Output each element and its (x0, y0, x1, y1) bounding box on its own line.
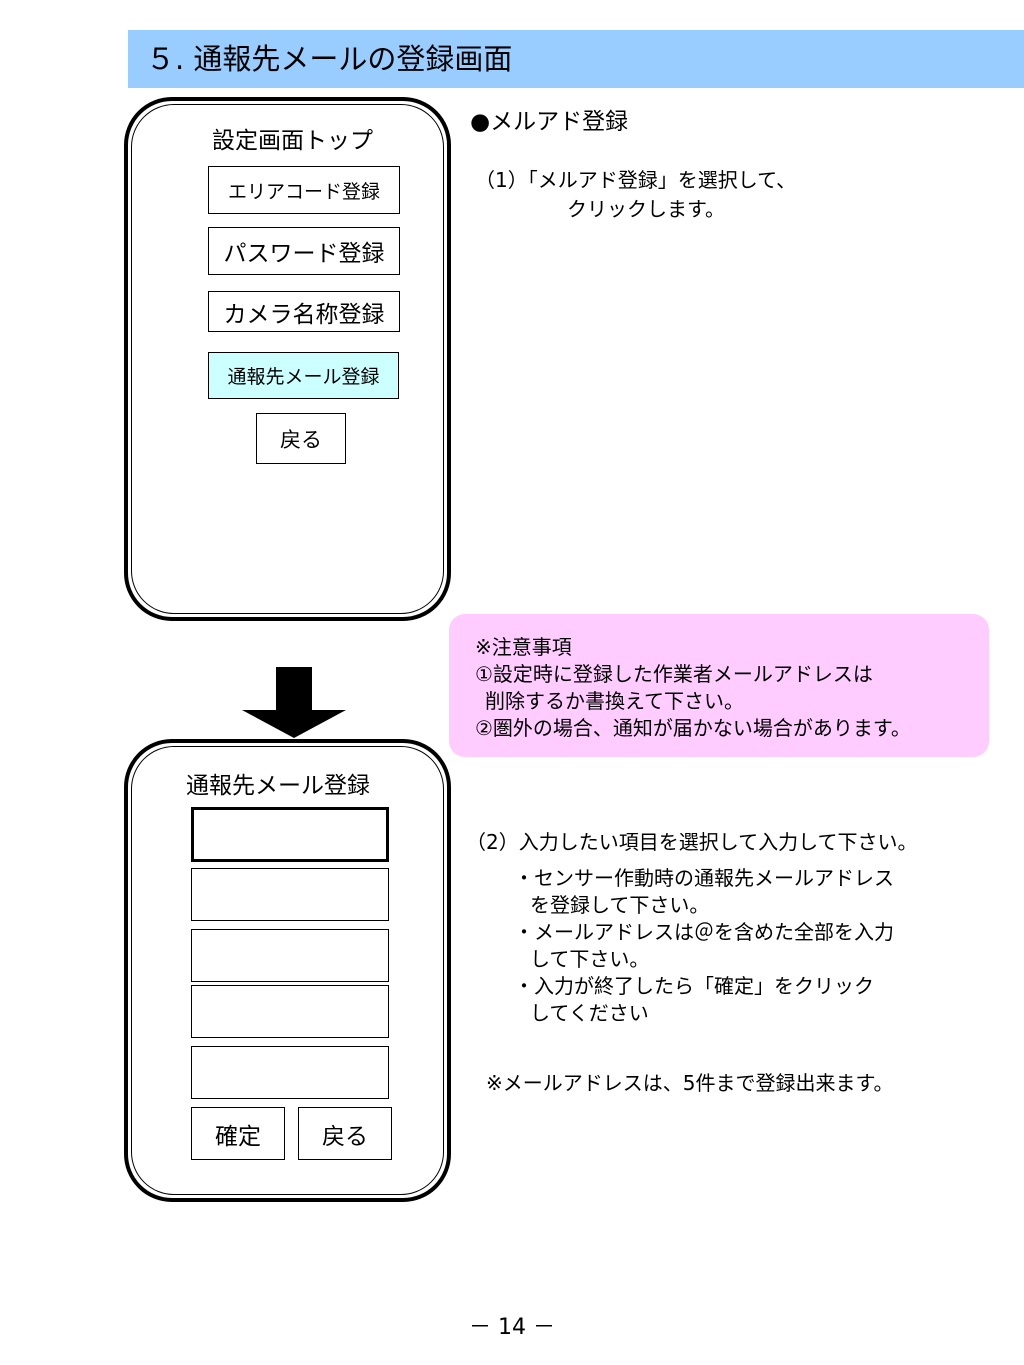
email-field-5[interactable] (191, 1046, 389, 1099)
section-header-banner: ５. 通報先メールの登録画面 (128, 30, 1024, 88)
email-field-1[interactable] (191, 807, 389, 862)
caution-title: ※注意事項 (475, 635, 572, 659)
caution-box: ※注意事項 ①設定時に登録した作業者メールアドレスは 削除するか書換えて下さい。… (449, 614, 989, 757)
step2-bullet3-line2: してください (530, 1001, 649, 1025)
step1-line1: （1）「メルアド登録」を選択して、 (475, 168, 797, 192)
notify-mail-register-button[interactable]: 通報先メール登録 (208, 352, 399, 399)
step2-bullet3-line1: ・入力が終了したら「確定」をクリック (514, 974, 874, 998)
instructions-heading: ●メルアド登録 (470, 109, 629, 135)
password-register-button[interactable]: パスワード登録 (208, 227, 400, 275)
area-code-register-button[interactable]: エリアコード登録 (208, 166, 400, 214)
screen-title-settings-top: 設定画面トップ (212, 128, 373, 154)
camera-name-register-button[interactable]: カメラ名称登録 (208, 291, 400, 332)
step2-bullet2-line1: ・メールアドレスは＠を含めた全部を入力 (514, 920, 894, 944)
step2-bullet1-line2: を登録して下さい。 (530, 893, 710, 917)
confirm-button-label: 確定 (215, 1123, 261, 1150)
back-button-settings[interactable]: 戻る (256, 413, 346, 464)
phone-inner-border (131, 746, 444, 1195)
back-button-notify-mail-label: 戻る (322, 1123, 368, 1150)
email-field-4[interactable] (191, 985, 389, 1038)
page-number: － 14 － (469, 1315, 555, 1340)
caution-line3: ②圏外の場合、通知が届かない場合があります。 (475, 716, 911, 740)
down-arrow-icon (276, 667, 312, 711)
area-code-register-label: エリアコード登録 (227, 180, 380, 203)
email-limit-footnote: ※メールアドレスは、5件まで登録出来ます。 (486, 1071, 894, 1095)
email-field-2[interactable] (191, 868, 389, 921)
section-title: ５. 通報先メールの登録画面 (146, 42, 513, 76)
notify-mail-register-label: 通報先メール登録 (227, 366, 380, 388)
caution-line1: ①設定時に登録した作業者メールアドレスは (475, 662, 873, 686)
screen-title-notify-mail: 通報先メール登録 (186, 773, 370, 799)
email-field-3[interactable] (191, 929, 389, 982)
step2-bullet1-line1: ・センサー作動時の通報先メールアドレス (514, 866, 894, 890)
step1-line2: クリックします。 (567, 197, 725, 221)
back-button-notify-mail[interactable]: 戻る (298, 1107, 392, 1160)
camera-name-register-label: カメラ名称登録 (223, 301, 385, 328)
step2-bullet2-line2: して下さい。 (530, 947, 650, 971)
password-register-label: パスワード登録 (223, 241, 385, 267)
confirm-button[interactable]: 確定 (191, 1107, 285, 1160)
down-arrow-head-icon (242, 710, 346, 738)
step2-heading: （2）入力したい項目を選択して入力して下さい。 (466, 830, 918, 854)
caution-line2: 削除するか書換えて下さい。 (485, 689, 744, 713)
back-button-settings-label: 戻る (280, 427, 322, 452)
phone-inner-border (131, 104, 444, 614)
